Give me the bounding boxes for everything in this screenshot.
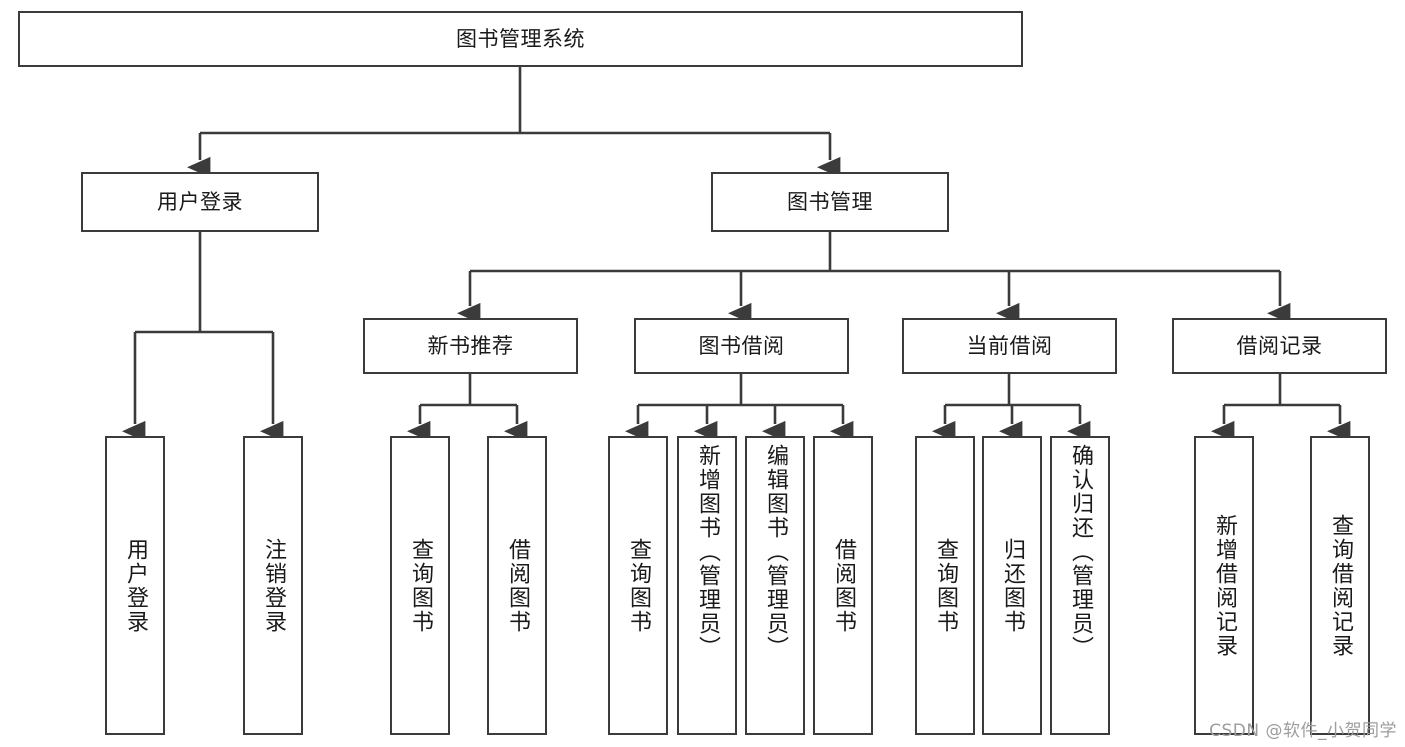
- node-label: 图书管理系统: [456, 26, 585, 51]
- node-label: 查询图书: [407, 537, 433, 634]
- node-label: 借阅图书: [504, 537, 530, 634]
- node-book-borrow[interactable]: 图书借阅: [634, 318, 849, 374]
- node-label: 图书借阅: [698, 333, 785, 358]
- node-label: 查询借阅记录: [1327, 513, 1353, 658]
- node-root-system[interactable]: 图书管理系统: [18, 11, 1023, 67]
- node-label: 确认归还（管理员）: [1067, 444, 1093, 660]
- node-label: 图书管理: [787, 189, 873, 214]
- node-label: 新增借阅记录: [1211, 513, 1237, 658]
- node-leaf[interactable]: 新增借阅记录: [1194, 436, 1254, 735]
- node-label: 新书推荐: [427, 333, 514, 358]
- node-leaf[interactable]: 查询借阅记录: [1310, 436, 1370, 735]
- node-leaf[interactable]: 查询图书: [915, 436, 975, 735]
- node-current-borrow[interactable]: 当前借阅: [902, 318, 1117, 374]
- node-label: 当前借阅: [966, 333, 1053, 358]
- watermark-text: CSDN @软件_小贺同学: [1209, 721, 1397, 741]
- node-label: 注销登录: [260, 537, 286, 634]
- node-borrow-record[interactable]: 借阅记录: [1172, 318, 1387, 374]
- node-leaf[interactable]: 归还图书: [982, 436, 1042, 735]
- node-leaf[interactable]: 查询图书: [390, 436, 450, 735]
- node-leaf[interactable]: 用户登录: [105, 436, 165, 735]
- node-leaf[interactable]: 新增图书（管理员）: [677, 436, 737, 735]
- node-leaf[interactable]: 查询图书: [608, 436, 668, 735]
- node-label: 用户登录: [157, 189, 243, 214]
- node-new-book-recommend[interactable]: 新书推荐: [363, 318, 578, 374]
- node-leaf[interactable]: 借阅图书: [487, 436, 547, 735]
- node-leaf[interactable]: 注销登录: [243, 436, 303, 735]
- node-label: 新增图书（管理员）: [694, 444, 720, 660]
- node-label: 查询图书: [932, 537, 958, 634]
- node-leaf[interactable]: 借阅图书: [813, 436, 873, 735]
- node-leaf[interactable]: 编辑图书（管理员）: [745, 436, 805, 735]
- node-book-management[interactable]: 图书管理: [711, 172, 949, 232]
- node-label: 查询图书: [625, 537, 651, 634]
- node-label: 归还图书: [999, 537, 1025, 634]
- node-label: 借阅记录: [1236, 333, 1323, 358]
- node-leaf[interactable]: 确认归还（管理员）: [1050, 436, 1110, 735]
- node-label: 借阅图书: [830, 537, 856, 634]
- node-label: 编辑图书（管理员）: [762, 444, 788, 660]
- node-user-login[interactable]: 用户登录: [81, 172, 319, 232]
- node-label: 用户登录: [122, 537, 148, 634]
